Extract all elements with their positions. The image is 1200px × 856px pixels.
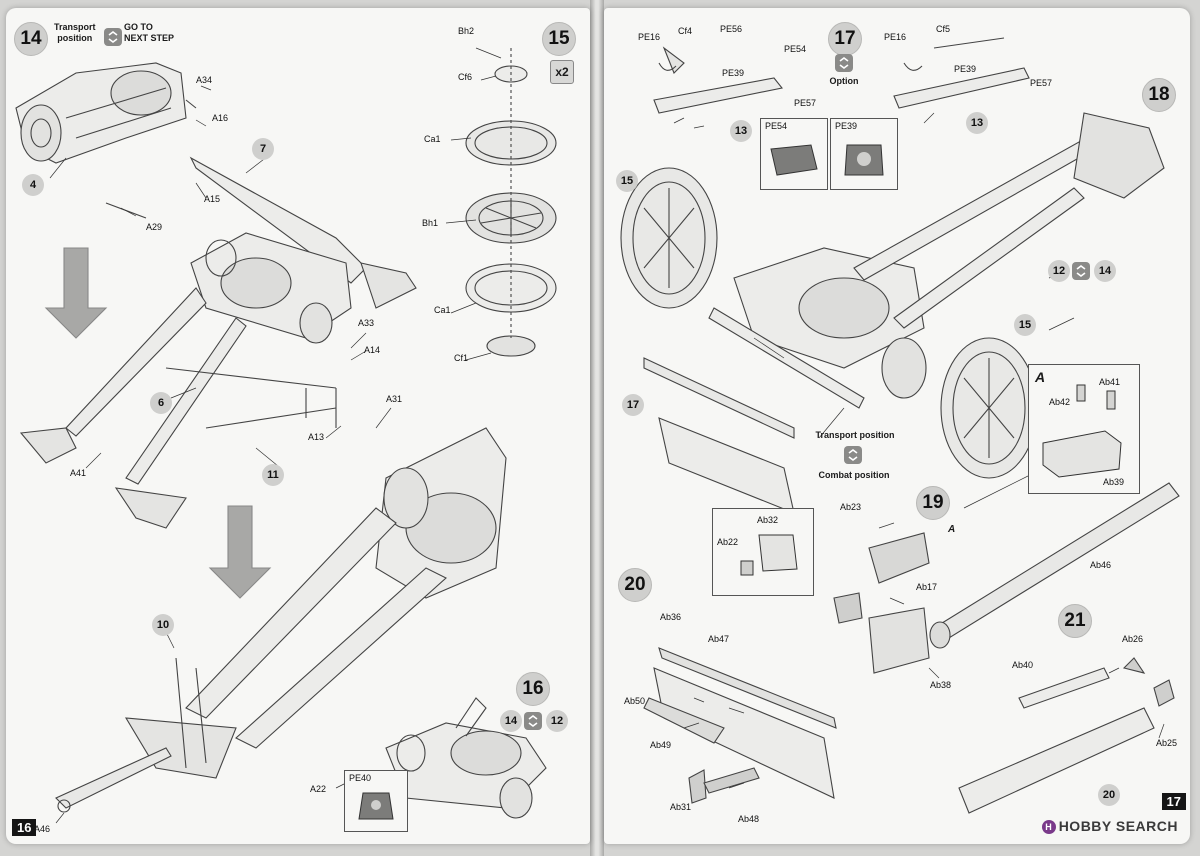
left-page-line-art: [15, 47, 557, 824]
part-label-a34: A34: [196, 75, 213, 85]
right-page-line-art: [620, 37, 1180, 814]
part-label-a29: A29: [146, 222, 163, 232]
part-label-a22: A22: [310, 784, 327, 794]
step-15-badge: 15: [542, 22, 576, 56]
part-label-a41: A41: [70, 468, 87, 478]
part-label-pe40: PE40: [349, 773, 372, 783]
part-label-cf4: Cf4: [678, 26, 693, 36]
part-label-ab47: Ab47: [708, 634, 730, 644]
part-label-pe39-left: PE39: [722, 68, 745, 78]
part-label-a33: A33: [358, 318, 375, 328]
subassembly-10: 10: [152, 614, 174, 636]
part-label-ab26: Ab26: [1122, 634, 1144, 644]
pe40-detail-box: PE40: [344, 770, 408, 832]
option-icon: [835, 54, 853, 72]
part-label-pe54-detail: PE54: [765, 121, 788, 131]
part-label-pe39-detail: PE39: [835, 121, 858, 131]
option-label: Option: [829, 76, 859, 86]
transport-combat-icon: [844, 446, 862, 464]
subassembly-15-a: 15: [616, 170, 638, 192]
detail-a-letter: A: [1035, 369, 1046, 385]
position-swap-icon: [1072, 262, 1090, 280]
part-label-ab40: Ab40: [1012, 660, 1034, 670]
subassembly-13-right: 13: [966, 112, 988, 134]
part-label-bh1: Bh1: [422, 218, 439, 228]
page-number-left: 16: [12, 819, 37, 836]
step-19-badge: 19: [916, 486, 950, 520]
part-label-bh2: Bh2: [458, 26, 475, 36]
transport-position-icon: [104, 28, 122, 46]
part-label-ab31: Ab31: [670, 802, 692, 812]
part-label-ab25: Ab25: [1156, 738, 1178, 748]
subassembly-15-b: 15: [1014, 314, 1036, 336]
hobby-search-logo-icon: H: [1041, 820, 1056, 834]
subassembly-13-left: 13: [730, 120, 752, 142]
go-to-next-step-label: GO TO NEXT STEP: [124, 22, 175, 43]
part-label-ab48: Ab48: [738, 814, 760, 824]
part-label-ab23: Ab23: [840, 502, 862, 512]
subassembly-17: 17: [622, 394, 644, 416]
transport-position-label: Transport position: [54, 22, 96, 43]
subassembly-6: 6: [150, 392, 172, 414]
pe39-detail-box: PE39: [830, 118, 898, 190]
subassembly-7: 7: [252, 138, 274, 160]
step-18-badge: 18: [1142, 78, 1176, 112]
part-label-pe56: PE56: [720, 24, 743, 34]
part-label-ab41: Ab41: [1099, 377, 1121, 387]
part-label-ab32: Ab32: [757, 515, 779, 525]
part-label-a13: A13: [308, 432, 325, 442]
subassembly-20: 20: [1098, 784, 1120, 806]
part-label-a15: A15: [204, 194, 221, 204]
step-16-badge: 16: [516, 672, 550, 706]
part-label-ca1-top: Ca1: [424, 134, 441, 144]
step-21-badge: 21: [1058, 604, 1092, 638]
part-label-a31: A31: [386, 394, 403, 404]
part-label-a14: A14: [364, 345, 381, 355]
right-page: 17 Option PE16 Cf4 PE56 PE54 PE39 PE57 P…: [604, 8, 1190, 844]
part-label-ab36: Ab36: [660, 612, 682, 622]
part-label-ab50: Ab50: [624, 696, 646, 706]
part-label-pe57-left: PE57: [794, 98, 817, 108]
combat-position-label: Combat position: [818, 470, 890, 480]
pe54-detail-box: PE54: [760, 118, 828, 190]
part-label-a46: A46: [34, 824, 51, 834]
part-label-a16: A16: [212, 113, 229, 123]
part-label-cf1: Cf1: [454, 353, 469, 363]
detail-a-pointer: A: [948, 524, 956, 535]
step-17-badge: 17: [828, 22, 862, 56]
subassembly-4: 4: [22, 174, 44, 196]
part-label-ca1-bottom: Ca1: [434, 305, 451, 315]
page-number-right: 17: [1161, 793, 1186, 810]
times-two-badge: x2: [550, 60, 574, 84]
step-20-badge: 20: [618, 568, 652, 602]
part-label-cf5: Cf5: [936, 24, 951, 34]
part-label-ab38: Ab38: [930, 680, 952, 690]
part-label-ab49: Ab49: [650, 740, 672, 750]
subassembly-14-ref: 14: [500, 710, 522, 732]
part-label-pe16-left: PE16: [638, 32, 661, 42]
part-label-pe57-right: PE57: [1030, 78, 1053, 88]
combat-transport-icon: [524, 712, 542, 730]
part-label-ab46: Ab46: [1090, 560, 1112, 570]
part-label-ab22: Ab22: [717, 537, 739, 547]
watermark-text: HOBBY SEARCH: [1058, 818, 1178, 834]
subassembly-14: 14: [1094, 260, 1116, 282]
part-label-pe54: PE54: [784, 44, 807, 54]
step-14-badge: 14: [14, 22, 48, 56]
subassembly-12: 12: [1048, 260, 1070, 282]
part-label-pe16-right: PE16: [884, 32, 907, 42]
part-label-cf6: Cf6: [458, 72, 473, 82]
book-spine: [590, 0, 604, 856]
detail-a-box: A Ab42 Ab41 Ab39: [1028, 364, 1140, 494]
left-page: 14 Transport position GO TO NEXT STEP A3…: [6, 8, 590, 844]
part-label-ab42: Ab42: [1049, 397, 1071, 407]
part-label-pe39-right: PE39: [954, 64, 977, 74]
subassembly-11: 11: [262, 464, 284, 486]
subassembly-12-ref: 12: [546, 710, 568, 732]
transport-position-label-r: Transport position: [815, 430, 895, 440]
part-label-ab39: Ab39: [1103, 477, 1125, 487]
part-label-ab17: Ab17: [916, 582, 938, 592]
ab32-detail-box: Ab32 Ab22: [712, 508, 814, 596]
